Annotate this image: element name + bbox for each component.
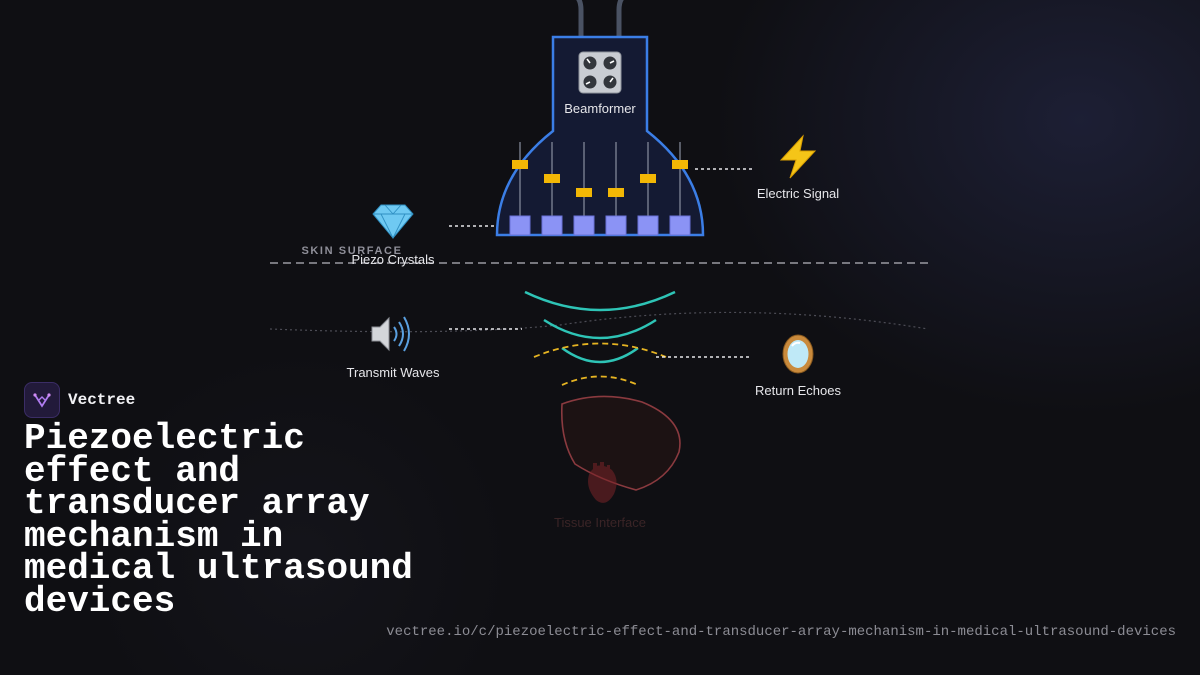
delay-marker [512, 160, 528, 169]
tissue-organ-outline [560, 395, 681, 491]
probe-cables [576, 0, 624, 38]
piezo-crystals [372, 204, 414, 240]
lightning-icon [779, 134, 817, 179]
transmit-wavefronts [524, 290, 676, 364]
tissue-interface-label: Tissue Interface [554, 515, 646, 530]
electric-signal: Electric Signal [757, 134, 839, 201]
piezo-crystal [669, 215, 691, 236]
transmit-waves-label: Transmit Waves [347, 365, 440, 380]
tissue-interface: Tissue Interface [554, 395, 681, 530]
mirror-icon [782, 334, 814, 374]
return-echoes-label: Return Echoes [755, 383, 841, 398]
page-title: Piezoelectric effect and transducer arra… [24, 418, 413, 622]
transducer-array [509, 142, 691, 236]
piezo-crystal [509, 215, 531, 236]
control-knobs-icon [578, 51, 622, 94]
return-echoes: Return Echoes [755, 334, 841, 398]
echo-wavefronts [533, 342, 667, 386]
gem-icon [372, 204, 414, 240]
piezo-crystal [605, 215, 627, 236]
vectree-logo-icon [24, 382, 60, 418]
piezo-crystal [541, 215, 563, 236]
piezo-crystals-label: Piezo Crystals [351, 252, 435, 267]
delay-marker [608, 188, 624, 197]
transducer-probe [495, 35, 705, 237]
skin-surface-label: SKIN SURFACE [301, 245, 402, 257]
anatomical-heart-icon [588, 462, 617, 503]
piezo-crystal [637, 215, 659, 236]
tissue-boundary-curve [269, 311, 929, 333]
vectree-logo-mark [33, 393, 51, 408]
electric-signal-label: Electric Signal [757, 186, 839, 201]
piezo-crystal [573, 215, 595, 236]
transmit-waves: Transmit Waves [347, 316, 440, 380]
delay-marker [544, 174, 560, 183]
delay-marker [640, 174, 656, 183]
source-url[interactable]: vectree.io/c/piezoelectric-effect-and-tr… [386, 624, 1176, 640]
delay-marker [672, 160, 688, 169]
brand-name: Vectree [68, 391, 136, 409]
brand: Vectree [24, 382, 135, 418]
speaker-icon [371, 316, 410, 352]
beamformer-label: Beamformer [564, 101, 636, 116]
beamformer: Beamformer [564, 51, 636, 116]
delay-marker [576, 188, 592, 197]
